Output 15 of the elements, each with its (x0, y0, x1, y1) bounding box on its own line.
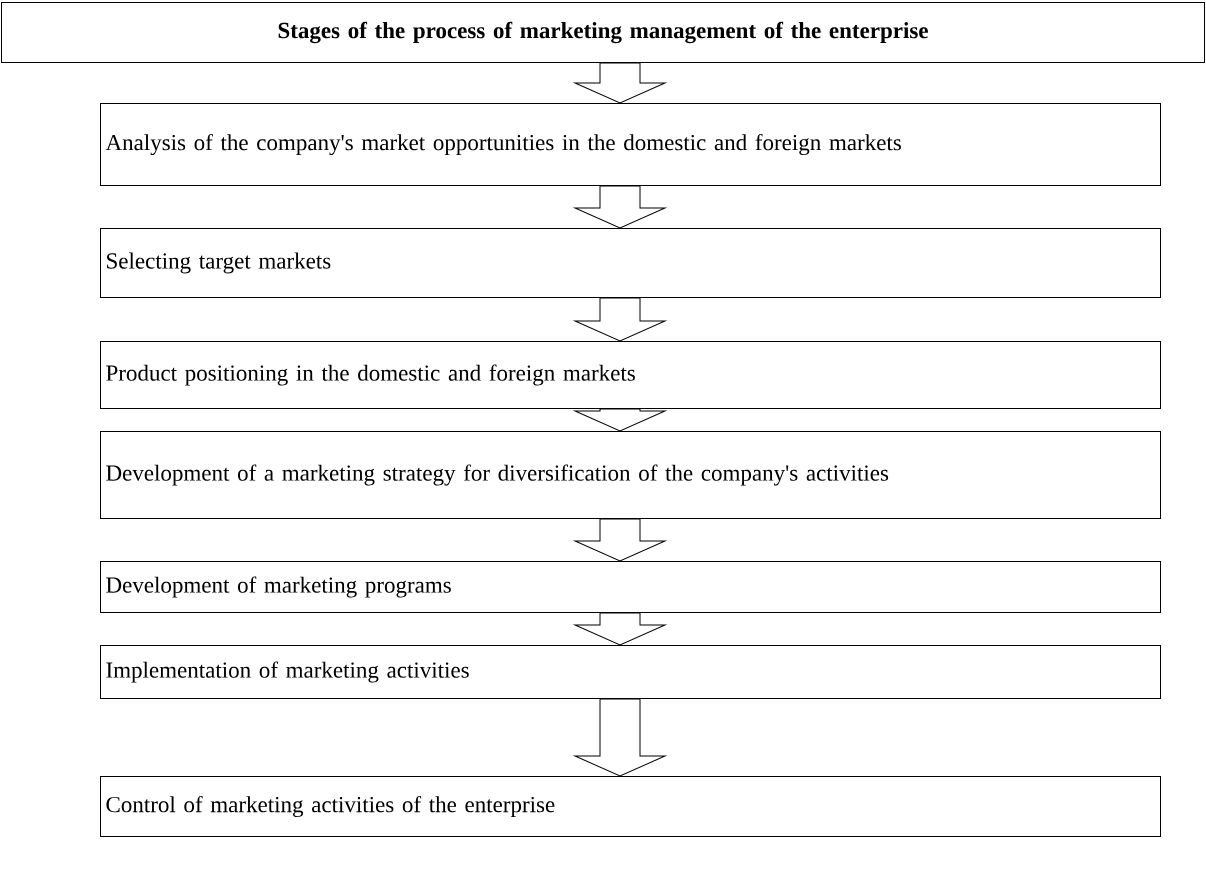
block-arrow (574, 297, 666, 342)
process-box: Implementation of marketing activities (100, 645, 1161, 699)
process-box: Analysis of the company's market opportunities in the domestic and foreign markets (100, 103, 1161, 186)
block-arrow (574, 185, 666, 229)
process-box: Control of marketing activities of the enterprise (100, 776, 1161, 837)
block-arrow (574, 698, 666, 777)
process-box: Development of marketing programs (100, 561, 1161, 613)
block-arrow (574, 62, 666, 104)
block-arrow (574, 408, 666, 432)
process-box: Product positioning in the domestic and foreign markets (100, 341, 1161, 409)
process-box: Selecting target markets (100, 228, 1161, 298)
block-arrow (574, 518, 666, 562)
block-arrow (574, 612, 666, 646)
title-box: Stages of the process of marketing management of the enterprise (1, 2, 1205, 63)
process-box: Development of a marketing strategy for diversification of the company's activities (100, 431, 1161, 519)
